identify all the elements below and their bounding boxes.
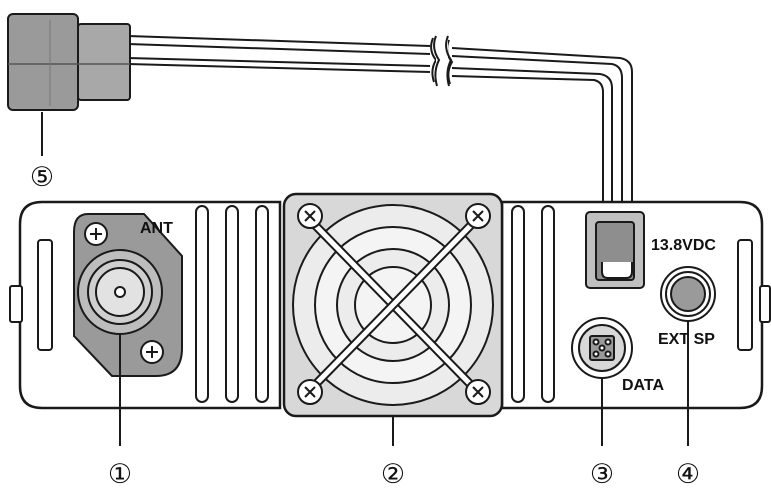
heatsink-fins-left (195, 205, 269, 403)
label-ext-sp: EXT SP (658, 331, 715, 348)
callout-5: ⑤ (30, 162, 54, 193)
fan-screw-crosses (304, 210, 484, 398)
label-data: DATA (622, 377, 665, 394)
label-13-8vdc: 13.8VDC (651, 237, 716, 254)
leader-lines (41, 112, 689, 446)
heatsink-fins-right (511, 205, 555, 403)
callout-2: ② (381, 459, 405, 490)
cable-break-edges (433, 35, 453, 87)
cable-break-gap (436, 36, 448, 86)
ext-sp-jack (660, 266, 716, 322)
power-plug-connector (7, 13, 131, 111)
callout-3: ③ (590, 459, 614, 490)
label-ant: ANT (140, 220, 173, 237)
ant-connector (73, 213, 183, 377)
data-jack (571, 317, 633, 379)
side-tabs (9, 239, 771, 351)
cooling-fan (282, 192, 504, 418)
power-cable (127, 35, 633, 262)
callout-4: ④ (676, 459, 700, 490)
dc-power-socket (585, 211, 645, 289)
callout-1: ① (108, 459, 132, 490)
